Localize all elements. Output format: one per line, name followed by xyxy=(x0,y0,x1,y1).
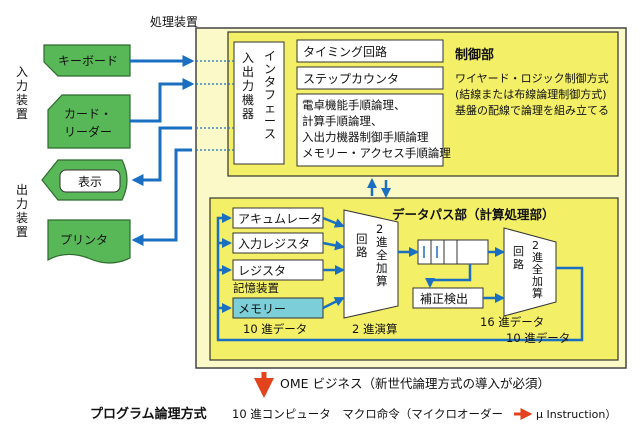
svg-text:ワイヤード・ロジック制御方式: ワイヤード・ロジック制御方式 xyxy=(455,71,609,85)
register-label: レジスタ xyxy=(238,264,286,278)
svg-text:力: 力 xyxy=(16,79,28,93)
svg-text:進: 進 xyxy=(532,251,543,264)
keyboard-label: キーボード xyxy=(58,54,118,68)
procedure-text: 電卓機能手順論理、 計算手順論理、 入出力機器制御手順論理 メモリー・アクセス手… xyxy=(302,98,451,160)
binary-op-label: 2 進演算 xyxy=(352,322,397,336)
accumulator-label: アキュムレータ xyxy=(238,212,322,226)
keyboard-device xyxy=(43,44,131,77)
svg-text:加: 加 xyxy=(532,275,543,288)
svg-text:回: 回 xyxy=(513,245,524,258)
program-tail: μ Instruction） xyxy=(536,408,616,421)
svg-text:2: 2 xyxy=(532,239,539,252)
program-title: プログラム論理方式 xyxy=(90,406,207,422)
svg-text:入出力機器制御手順論理: 入出力機器制御手順論理 xyxy=(302,130,429,144)
svg-text:計算手順論理、: 計算手順論理、 xyxy=(302,114,383,128)
adder-left xyxy=(343,209,399,319)
svg-text:置: 置 xyxy=(16,225,28,239)
timing-box xyxy=(296,39,444,63)
procedure-box xyxy=(296,93,444,167)
svg-text:回: 回 xyxy=(356,232,368,246)
svg-text:メモリー・アクセス手順論理: メモリー・アクセス手順論理 xyxy=(302,146,451,160)
ome-text: OME ビジネス（新世代論理方式の導入が必須） xyxy=(280,376,550,391)
svg-text:路: 路 xyxy=(513,258,524,271)
svg-text:全: 全 xyxy=(376,248,388,262)
svg-text:算: 算 xyxy=(532,286,543,300)
adder-right xyxy=(503,227,557,317)
svg-text:機: 機 xyxy=(242,92,254,107)
svg-text:全: 全 xyxy=(532,262,543,276)
svg-text:装: 装 xyxy=(16,211,28,225)
timing-label: タイミング回路 xyxy=(303,44,387,59)
svg-text:加: 加 xyxy=(376,261,388,275)
svg-text:電卓機能手順論理、: 電卓機能手順論理、 xyxy=(302,98,406,112)
svg-text:ェ: ェ xyxy=(264,101,276,115)
output-device-label: 出 力 装 置 xyxy=(16,183,28,239)
svg-text:フ: フ xyxy=(264,88,276,102)
adder-right-text: 回 路 2 進 全 加 算 xyxy=(513,239,543,300)
svg-text:2: 2 xyxy=(376,222,383,236)
tick-marks xyxy=(423,246,438,258)
memory-label: メモリー xyxy=(238,302,286,316)
decimal-data-label: 10 進データ xyxy=(243,322,307,336)
svg-text:器: 器 xyxy=(242,107,254,121)
svg-text:ス: ス xyxy=(264,127,276,141)
input-device-label: 入 力 装 置 xyxy=(16,65,28,121)
display-screen xyxy=(59,169,121,193)
bit-register xyxy=(417,239,489,265)
svg-text:力: 力 xyxy=(242,79,254,93)
svg-text:イ: イ xyxy=(264,49,276,63)
svg-text:入: 入 xyxy=(242,51,254,65)
svg-text:力: 力 xyxy=(16,197,28,211)
control-title: 制御部 xyxy=(455,47,494,63)
storage-label: 記憶装置 xyxy=(233,281,279,295)
program-desc: 10 進コンピュータ マクロ命令（マイクロオーダー xyxy=(232,407,503,421)
control-description: ワイヤード・ロジック制御方式 (結線または布線論理制御方式) 基盤の配線で論理を… xyxy=(455,71,609,117)
datapath-title: データパス部（計算処理部） xyxy=(392,207,555,222)
svg-text:基盤の配線で論理を組み立てる: 基盤の配線で論理を組み立てる xyxy=(455,103,609,117)
card-reader-label-2: リーダー xyxy=(64,124,112,139)
printer-label: プリンタ xyxy=(60,233,108,247)
card-reader-device xyxy=(47,94,131,149)
svg-text:算: 算 xyxy=(376,274,388,288)
svg-text:入: 入 xyxy=(16,65,28,79)
svg-text:タ: タ xyxy=(264,75,276,89)
display-label: 表示 xyxy=(78,175,102,189)
step-counter-box xyxy=(296,66,444,90)
svg-text:ン: ン xyxy=(264,62,276,76)
datapath-arrows xyxy=(216,213,584,342)
hex-data-label: 16 進データ xyxy=(480,315,544,329)
svg-text:ー: ー xyxy=(264,114,276,128)
svg-text:進: 進 xyxy=(376,235,388,249)
correction-label: 補正検出 xyxy=(420,292,468,306)
device-arrows xyxy=(130,55,195,246)
svg-text:路: 路 xyxy=(356,245,368,259)
interface-box xyxy=(233,41,285,165)
input-register-label: 入力レジスタ xyxy=(238,237,310,251)
svg-text:装: 装 xyxy=(16,93,28,107)
svg-text:出: 出 xyxy=(16,183,28,197)
step-counter-label: ステップカウンタ xyxy=(303,72,399,86)
processor-label: 処理装置 xyxy=(150,15,198,29)
adder-left-text: 回 路 2 進 全 加 算 xyxy=(356,222,388,288)
card-reader-label-1: カード・ xyxy=(64,107,112,121)
svg-text:(結線または布線論理制御方式): (結線または布線論理制御方式) xyxy=(455,87,607,101)
svg-text:置: 置 xyxy=(16,107,28,121)
svg-text:出: 出 xyxy=(242,65,254,79)
decimal-data2-label: 10 進データ xyxy=(506,331,570,345)
printer-device xyxy=(47,219,131,264)
interface-text: イ ン タ フ ェ ー ス 入 出 力 機 器 xyxy=(242,49,276,141)
